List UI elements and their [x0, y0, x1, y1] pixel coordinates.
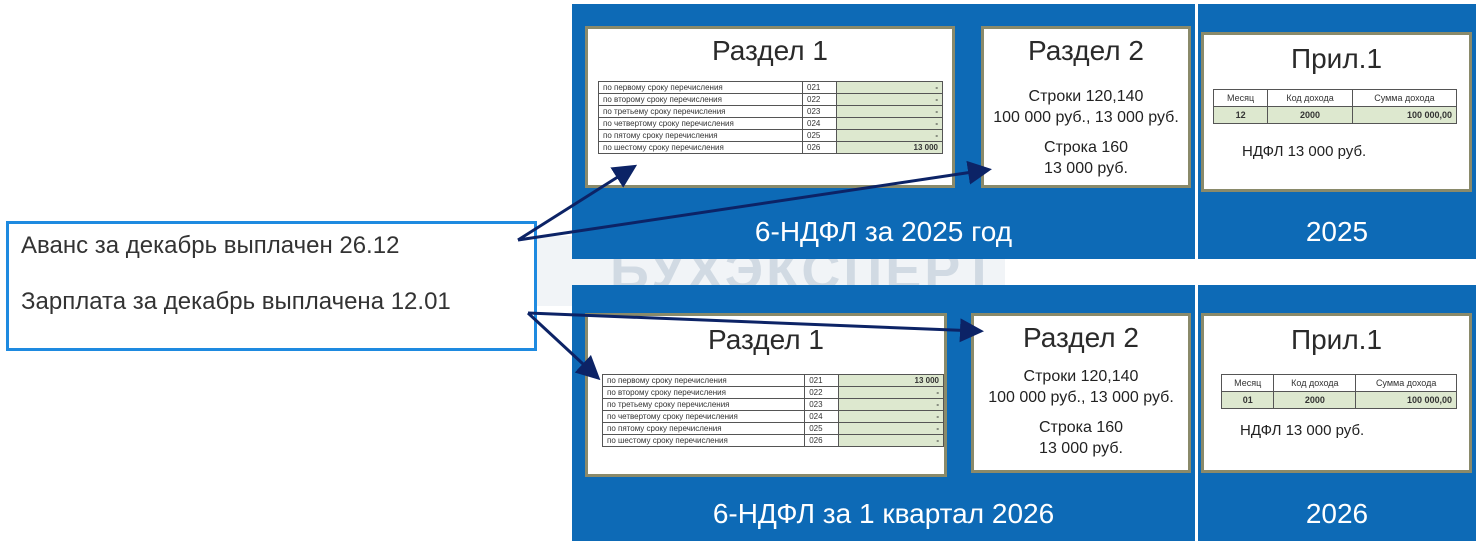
panel-caption: 6-НДФЛ за 1 квартал 2026	[712, 498, 1055, 529]
panel-caption: 6-НДФЛ за 2025 год	[754, 216, 1013, 247]
arrow-advance-to-razdel2-2025	[517, 160, 992, 242]
pril-table: Месяц Код дохода Сумма дохода 12 2000 10…	[1212, 89, 1458, 124]
razdel2-title: Раздел 2	[1028, 35, 1144, 66]
card-pril-2025: Прил.1 Месяц Код дохода Сумма дохода 12 …	[1201, 32, 1472, 192]
razdel2-line3: Строка 160	[1038, 419, 1124, 436]
pril-header-month: Месяц	[1212, 89, 1269, 107]
card-pril-2026: Прил.1 Месяц Код дохода Сумма дохода 01 …	[1201, 313, 1472, 473]
arrow-advance-to-razdel1-2025	[517, 164, 638, 242]
pril-header-code: Код дохода	[1273, 374, 1357, 392]
razdel2-title: Раздел 2	[1023, 322, 1139, 353]
row-value: 13 000	[836, 141, 943, 154]
razdel2-line1: Строки 120,140	[1028, 88, 1144, 105]
razdel2-line3: Строка 160	[1043, 139, 1129, 156]
arrow-salary-to-razdel2-2026	[527, 311, 984, 343]
salary-payment-text: Зарплата за декабрь выплачена 12.01	[21, 288, 451, 315]
pril-caption: 2025	[1305, 216, 1369, 247]
pril-month: 01	[1220, 391, 1275, 409]
row-label: по шестому сроку перечисления	[601, 434, 806, 447]
arrow-salary-to-razdel1-2026	[526, 311, 601, 381]
pril-sum: 100 000,00	[1355, 391, 1457, 409]
pril-header-month: Месяц	[1220, 374, 1275, 392]
pril-ndfl: НДФЛ 13 000 руб.	[1242, 143, 1367, 160]
pril-code: 2000	[1273, 391, 1357, 409]
razdel2-line4: 13 000 руб.	[1044, 160, 1128, 177]
row-code: 026	[802, 141, 837, 154]
payment-facts-box: Аванс за декабрь выплачен 26.12 Зарплата…	[6, 221, 537, 351]
pril-title: Прил.1	[1290, 43, 1383, 74]
razdel2-line2: 100 000 руб., 13 000 руб.	[988, 389, 1174, 406]
razdel2-line4: 13 000 руб.	[1039, 440, 1123, 457]
row-value: -	[838, 386, 944, 399]
pril-code: 2000	[1267, 106, 1353, 124]
pril-caption: 2026	[1305, 498, 1369, 529]
card-razdel2-2026: Раздел 2 Строки 120,140 100 000 руб., 13…	[971, 313, 1191, 473]
row-value: -	[836, 105, 943, 118]
row-value: -	[836, 81, 943, 94]
razdel2-line2: 100 000 руб., 13 000 руб.	[993, 109, 1179, 126]
pril-title: Прил.1	[1290, 324, 1383, 355]
pril-table: Месяц Код дохода Сумма дохода 01 2000 10…	[1220, 374, 1457, 409]
pril-header-code: Код дохода	[1267, 89, 1353, 107]
row-value: 13 000	[838, 374, 944, 387]
pril-header-sum: Сумма дохода	[1351, 89, 1458, 107]
razdel2-line1: Строки 120,140	[1023, 368, 1139, 385]
razdel1-title: Раздел 1	[708, 324, 824, 355]
row-value: -	[838, 410, 944, 423]
row-value: -	[838, 434, 944, 447]
pril-sum: 100 000,00	[1351, 106, 1458, 124]
panel-2025-pril: Прил.1 Месяц Код дохода Сумма дохода 12 …	[1198, 4, 1476, 259]
pril-month: 12	[1212, 106, 1269, 124]
advance-payment-text: Аванс за декабрь выплачен 26.12	[21, 232, 400, 259]
panel-2026-pril: Прил.1 Месяц Код дохода Сумма дохода 01 …	[1198, 285, 1476, 541]
card-razdel2-2025: Раздел 2 Строки 120,140 100 000 руб., 13…	[981, 26, 1191, 188]
razdel1-title: Раздел 1	[712, 35, 828, 66]
pril-ndfl: НДФЛ 13 000 руб.	[1240, 422, 1365, 439]
